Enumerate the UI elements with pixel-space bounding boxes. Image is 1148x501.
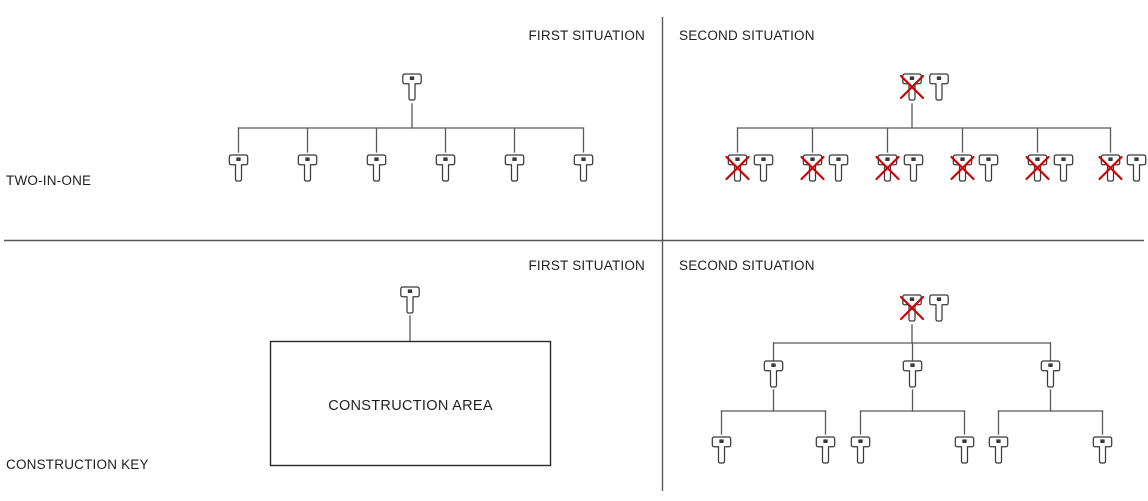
quadrant-bottom-right <box>711 294 1113 464</box>
key-icon[interactable] <box>1126 154 1147 182</box>
key-icon[interactable] <box>402 73 422 101</box>
tr-connectors <box>736 103 1112 153</box>
key-icon[interactable] <box>988 436 1009 464</box>
key-icon[interactable] <box>929 294 949 322</box>
key-icon[interactable] <box>763 360 784 388</box>
key-icon[interactable] <box>903 154 924 182</box>
key-icon[interactable] <box>1040 360 1061 388</box>
quadrant-top-right <box>725 73 1147 182</box>
key-icon[interactable] <box>435 154 456 182</box>
key-icon[interactable] <box>400 286 420 314</box>
key-icon[interactable] <box>753 154 774 182</box>
key-icon[interactable] <box>573 154 594 182</box>
row-label-two-in-one: TWO-IN-ONE <box>6 173 91 188</box>
key-icon[interactable] <box>228 154 249 182</box>
key-icon[interactable] <box>1092 436 1113 464</box>
key-icon[interactable] <box>297 154 318 182</box>
key-icon[interactable] <box>366 154 387 182</box>
construction-area-label: CONSTRUCTION AREA <box>328 398 493 414</box>
key-icon[interactable] <box>504 154 525 182</box>
title-bottom-right: SECOND SITUATION <box>679 258 815 273</box>
key-icon[interactable] <box>828 154 849 182</box>
key-icon[interactable] <box>954 436 975 464</box>
key-icon[interactable] <box>1053 154 1074 182</box>
tl-connectors <box>237 103 585 153</box>
title-top-left: FIRST SITUATION <box>528 28 645 43</box>
key-icon[interactable] <box>929 73 949 101</box>
key-icon[interactable] <box>978 154 999 182</box>
br-connectors-level2-b <box>859 389 966 435</box>
key-icon[interactable] <box>850 436 871 464</box>
key-icon[interactable] <box>902 360 923 388</box>
construction-area-box <box>269 340 552 467</box>
title-bottom-left: FIRST SITUATION <box>528 258 645 273</box>
br-connectors-level2-a <box>720 389 827 435</box>
br-connectors-level1 <box>772 324 1052 361</box>
key-icon[interactable] <box>815 436 836 464</box>
title-top-right: SECOND SITUATION <box>679 28 815 43</box>
row-label-construction-key: CONSTRUCTION KEY <box>6 457 149 472</box>
key-icon[interactable] <box>711 436 732 464</box>
br-connectors-level2-c <box>997 389 1104 435</box>
quadrant-top-left <box>228 73 594 182</box>
quadrant-bottom-left: CONSTRUCTION AREA <box>269 286 552 467</box>
